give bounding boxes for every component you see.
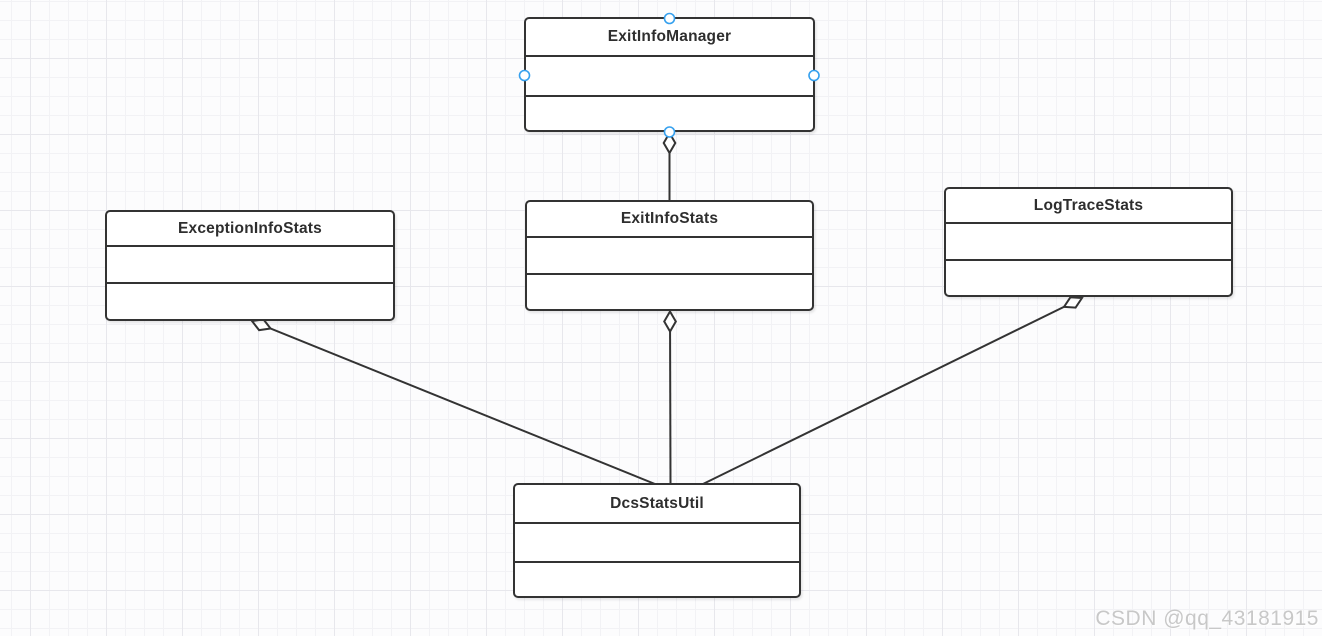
attributes-compartment[interactable]	[946, 222, 1231, 259]
attributes-compartment[interactable]	[527, 236, 812, 273]
methods-compartment[interactable]	[107, 282, 393, 319]
attributes-compartment[interactable]	[526, 55, 813, 95]
attributes-compartment[interactable]	[107, 245, 393, 282]
attributes-compartment[interactable]	[515, 522, 799, 561]
aggregation-connector-exception-util[interactable]	[252, 321, 656, 485]
class-exitinfomanager[interactable]: ExitInfoManager	[524, 17, 815, 132]
class-dcsstatsutil[interactable]: DcsStatsUtil	[513, 483, 801, 598]
class-exceptioninfostats[interactable]: ExceptionInfoStats	[105, 210, 395, 321]
methods-compartment[interactable]	[515, 561, 799, 596]
class-logtracestats[interactable]: LogTraceStats	[944, 187, 1233, 297]
class-exitinfostats[interactable]: ExitInfoStats	[525, 200, 814, 311]
class-title: LogTraceStats	[1033, 196, 1144, 214]
aggregation-connector-logtrace-util[interactable]	[702, 298, 1082, 485]
methods-compartment[interactable]	[526, 95, 813, 130]
class-title: ExitInfoManager	[607, 28, 732, 45]
methods-compartment[interactable]	[946, 259, 1231, 295]
csdn-watermark: CSDN @qq_43181915	[1095, 607, 1319, 630]
class-title: DcsStatsUtil	[610, 494, 704, 512]
aggregation-connector-stats-util[interactable]	[670, 312, 671, 485]
class-title: ExceptionInfoStats	[178, 219, 322, 237]
class-title: ExitInfoStats	[620, 210, 719, 227]
methods-compartment[interactable]	[527, 273, 812, 309]
